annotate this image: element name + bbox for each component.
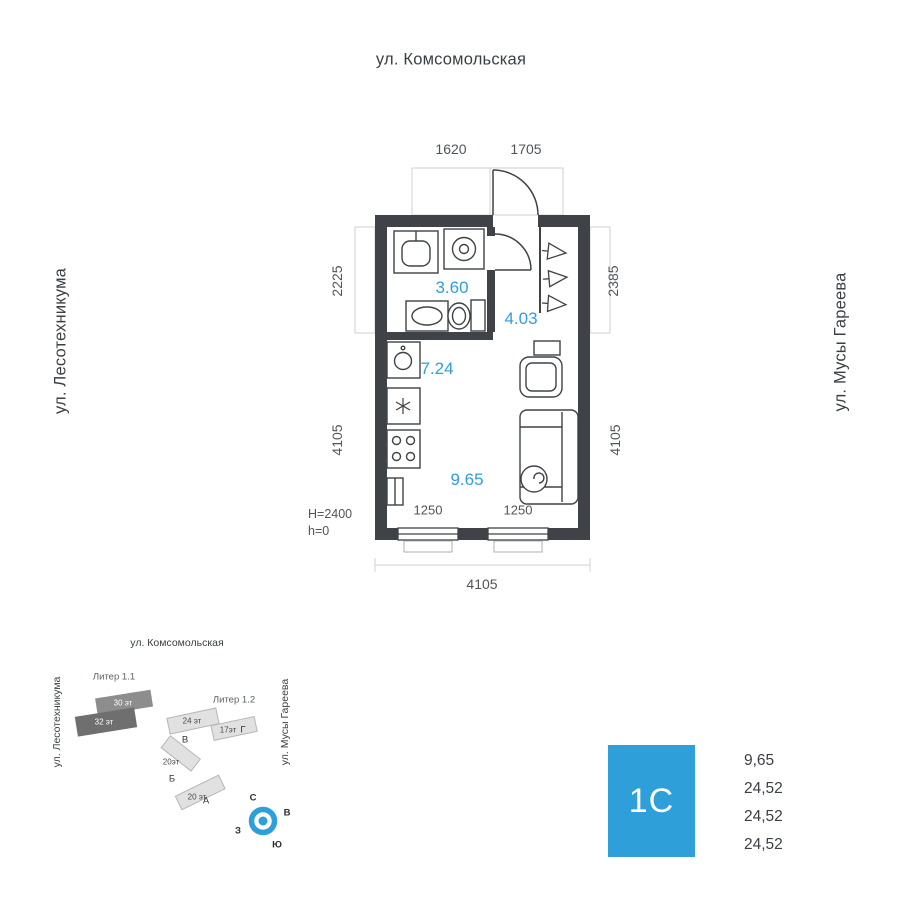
unit-area-value: 24,52 bbox=[744, 808, 783, 825]
living-furniture bbox=[519, 340, 579, 505]
height-note-line2: h=0 bbox=[308, 524, 330, 538]
building-floors: 24 эт bbox=[182, 716, 202, 726]
dim-right-top: 2385 bbox=[605, 265, 621, 297]
window-sills bbox=[403, 540, 543, 553]
building-floors: 17эт bbox=[219, 725, 237, 735]
washbasin-icon bbox=[405, 300, 449, 332]
dim-left-bottom: 4105 bbox=[329, 424, 345, 456]
washing-machine-icon bbox=[443, 228, 485, 270]
entrance-door bbox=[492, 169, 539, 216]
street-right-label: ул. Мусы Гареева bbox=[831, 272, 850, 412]
unit-number: 1С bbox=[628, 781, 675, 820]
radiator-icon bbox=[386, 477, 404, 506]
windows bbox=[397, 527, 549, 541]
area-living: 9.65 bbox=[450, 470, 484, 489]
fridge-icon bbox=[386, 387, 421, 425]
area-kitchen: 7.24 bbox=[420, 359, 454, 378]
liter-1-label: Литер 1.1 bbox=[92, 671, 136, 683]
dim-top-left: 1620 bbox=[435, 141, 467, 157]
area-hall: 4.03 bbox=[504, 309, 538, 328]
dim-right-bottom: 4105 bbox=[607, 424, 623, 456]
kitchen-fixtures bbox=[386, 341, 421, 506]
toilet-icon bbox=[447, 299, 486, 332]
liter-2-label: Литер 1.2 bbox=[212, 694, 256, 706]
dim-left-top: 2225 bbox=[329, 265, 345, 297]
building-letter: Б bbox=[168, 773, 176, 785]
building-floors: 20 эт bbox=[187, 792, 207, 802]
snowflake-icon bbox=[395, 398, 411, 414]
hanger-icon bbox=[542, 269, 569, 288]
building-letter: В bbox=[181, 734, 189, 746]
building-letter: Г bbox=[240, 724, 246, 736]
unit-plate: 1С bbox=[608, 745, 695, 857]
street-left-label: ул. Лесотехникума bbox=[51, 267, 70, 415]
unit-area-value: 9,65 bbox=[744, 752, 775, 769]
sitemap-buildings bbox=[74, 689, 258, 811]
armchair-icon bbox=[519, 356, 563, 398]
building-floors: 20эт bbox=[162, 757, 180, 767]
compass-south-label: Ю bbox=[272, 839, 282, 851]
street-top-label: ул. Комсомольская bbox=[375, 50, 527, 69]
side-table-icon bbox=[520, 465, 548, 493]
sitemap-street-left: ул. Лесотехникума bbox=[51, 676, 63, 768]
dim-window-right: 1250 bbox=[503, 502, 533, 518]
compass-icon bbox=[248, 806, 278, 836]
kitchen-sink-icon bbox=[386, 341, 421, 379]
hanger-icon bbox=[542, 242, 568, 261]
sitemap-street-top: ул. Комсомольская bbox=[130, 637, 224, 649]
walls bbox=[375, 215, 590, 540]
building-letter: А bbox=[202, 795, 210, 807]
height-note-line1: Н=2400 bbox=[308, 507, 353, 521]
building-floors: 32 эт bbox=[94, 717, 114, 727]
unit-area-value: 24,52 bbox=[744, 780, 783, 797]
bathroom-fixtures bbox=[393, 228, 486, 332]
compass-east-label: В bbox=[283, 807, 291, 819]
hanger-icon bbox=[541, 294, 568, 313]
dim-bottom: 4105 bbox=[466, 576, 498, 592]
bathroom-door bbox=[494, 233, 532, 271]
wardrobe-hangers bbox=[541, 242, 569, 313]
compass-north-label: С bbox=[249, 792, 257, 804]
dim-top-right: 1705 bbox=[510, 141, 542, 157]
sitemap-street-right: ул. Мусы Гареева bbox=[279, 678, 291, 766]
unit-area-value: 24,52 bbox=[744, 836, 783, 853]
compass-west-label: З bbox=[235, 825, 241, 837]
stove-icon bbox=[386, 429, 421, 469]
dim-window-left: 1250 bbox=[413, 502, 443, 518]
unit-area-values: 9,65 24,52 24,52 24,52 bbox=[744, 747, 783, 859]
area-bathroom: 3.60 bbox=[435, 278, 469, 297]
desk-icon bbox=[533, 340, 561, 356]
building-floors: 30 эт bbox=[113, 698, 133, 708]
sink-icon bbox=[393, 230, 439, 274]
